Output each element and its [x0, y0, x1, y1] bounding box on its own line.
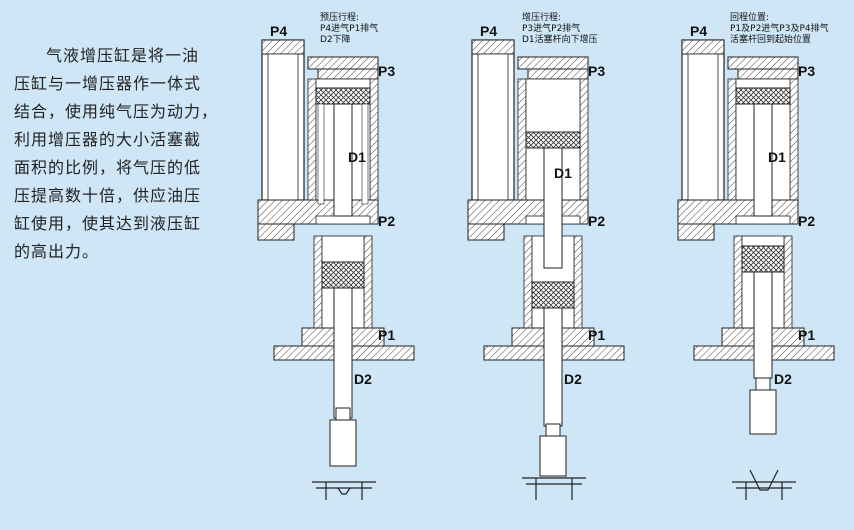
label-p2: P2 [588, 213, 605, 229]
stage-boost: P4 P3 D1 P2 P1 D2 增压行程: P3进气P2排气 D1活塞杆向下… [467, 11, 625, 500]
label-p4: P4 [270, 23, 287, 39]
label-d2: D2 [354, 371, 372, 387]
stage-caption-line: 增压行程: [522, 11, 561, 23]
intro-line: 气液增压缸是将一油 [46, 46, 200, 65]
label-d1: D1 [554, 165, 572, 181]
label-p4: P4 [480, 23, 497, 39]
intro-line: 利用增压器的大小活塞截 [14, 130, 202, 149]
label-p3: P3 [588, 63, 605, 79]
workpiece [522, 477, 586, 500]
booster-piston [315, 87, 371, 105]
workpiece [312, 481, 376, 500]
workpiece [732, 469, 796, 500]
intro-line: 的高出力。 [14, 242, 100, 261]
oil-piston [531, 281, 575, 309]
label-p4: P4 [690, 23, 707, 39]
intro-paragraph: 气液增压缸是将一油 压缸与一增压器作一体式 结合，使用纯气压为动力， 利用增压器… [14, 42, 234, 266]
output-rod [333, 287, 353, 419]
ram-rod [753, 103, 773, 217]
ram-rod [543, 147, 563, 269]
label-p1: P1 [588, 327, 605, 343]
label-p3: P3 [798, 63, 815, 79]
intro-line: 面积的比例，将气压的低 [14, 158, 202, 177]
stage-caption-line: D2下降 [320, 33, 351, 45]
label-p1: P1 [378, 327, 395, 343]
ram-rod [333, 103, 353, 217]
intro-line: 缸使用，使其达到液压缸 [14, 214, 202, 233]
stage-caption-line: P3进气P2排气 [522, 22, 580, 34]
intro-line: 压缸与一增压器作一体式 [14, 74, 202, 93]
label-p3: P3 [378, 63, 395, 79]
stage-caption-line: 活塞杆回到起始位置 [730, 33, 811, 45]
stage-caption-line: 预压行程: [320, 11, 359, 23]
stage-caption-line: P1及P2进气P3及P4排气 [730, 22, 829, 34]
label-d2: D2 [564, 371, 582, 387]
intro-line: 结合，使用纯气压为动力， [14, 102, 219, 121]
punch-tool [539, 435, 567, 477]
label-d1: D1 [348, 149, 366, 165]
punch-tool [749, 389, 777, 435]
stage-caption-line: 回程位置: [730, 11, 769, 23]
label-p1: P1 [798, 327, 815, 343]
output-rod [543, 307, 563, 427]
label-p2: P2 [798, 213, 815, 229]
booster-piston [525, 131, 581, 149]
label-d2: D2 [774, 371, 792, 387]
stage-return: P4 P3 D1 P2 P1 D2 回程位置: P1及P2进气P3及P4排气 活… [677, 11, 835, 500]
stage-caption-line: D1活塞杆向下增压 [522, 33, 598, 45]
label-p2: P2 [378, 213, 395, 229]
oil-piston [321, 261, 365, 289]
stage-caption-line: P4进气P1排气 [320, 22, 378, 34]
oil-piston [741, 245, 785, 273]
label-d1: D1 [768, 149, 786, 165]
punch-tool [329, 419, 357, 467]
stage-preload: P4 P3 D1 P2 P1 D2 预压行程: P4进气P1排气 D2下降 [257, 11, 415, 500]
output-rod [753, 271, 773, 379]
booster-piston [735, 87, 791, 105]
intro-line: 压提高数十倍，供应油压 [14, 186, 202, 205]
